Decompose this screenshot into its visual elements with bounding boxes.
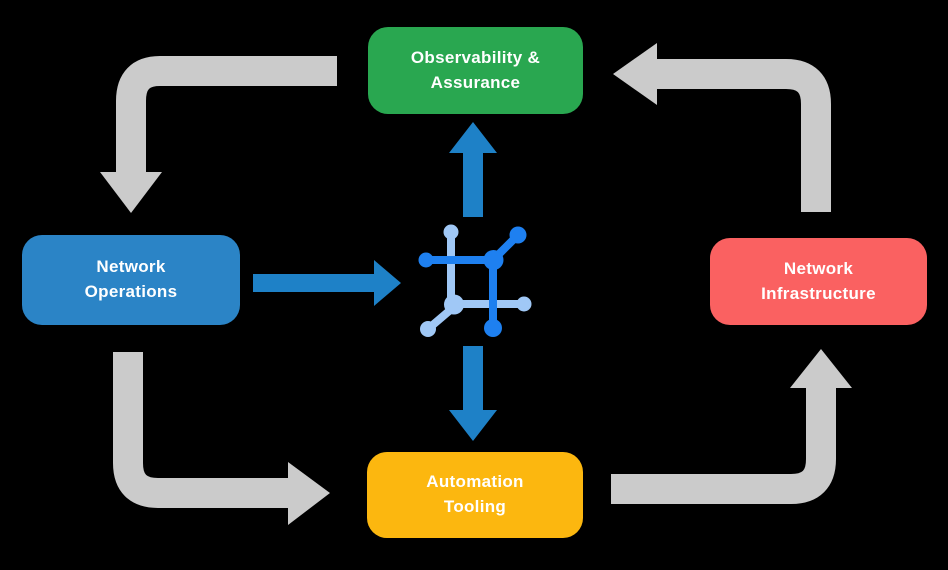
- arrow-shaft: [116, 56, 337, 173]
- node-network-infrastructure: Network Infrastructure: [710, 238, 927, 325]
- arrow-center-to-automation: [449, 346, 497, 441]
- mesh-dark-branches: [418, 226, 527, 337]
- node-automation-tooling: Automation Tooling: [367, 452, 583, 538]
- arrow-head-up-icon: [790, 349, 852, 388]
- node-network-operations-label: Network Operations: [84, 257, 178, 301]
- arrow-shaft: [611, 387, 836, 504]
- arrow-operations-to-automation: [113, 352, 330, 525]
- node-automation-tooling-label: Automation Tooling: [426, 472, 524, 516]
- arrow-infrastructure-to-observability: [613, 43, 831, 212]
- arrow-head-down-icon: [449, 410, 497, 441]
- arrow-observability-to-operations: [100, 56, 337, 213]
- arrow-head-left-icon: [613, 43, 657, 105]
- network-mesh-icon: [418, 224, 532, 337]
- arrow-head-down-icon: [100, 172, 162, 213]
- node-network-operations: Network Operations: [22, 235, 240, 325]
- node-observability-label: Observability & Assurance: [410, 47, 541, 92]
- arrow-head-up-icon: [449, 122, 497, 153]
- mesh-light-branches: [420, 224, 532, 337]
- node-network-infrastructure-label: Network Infrastructure: [761, 258, 876, 303]
- arrow-operations-to-center: [253, 260, 401, 306]
- arrow-head-right-icon: [288, 462, 330, 525]
- arrow-shaft: [113, 352, 289, 508]
- arrow-head-right-icon: [374, 260, 401, 306]
- arrow-shaft: [656, 59, 831, 212]
- arrow-automation-to-infrastructure: [611, 349, 852, 504]
- arrow-center-to-observability: [449, 122, 497, 217]
- node-observability: Observability & Assurance: [368, 27, 583, 114]
